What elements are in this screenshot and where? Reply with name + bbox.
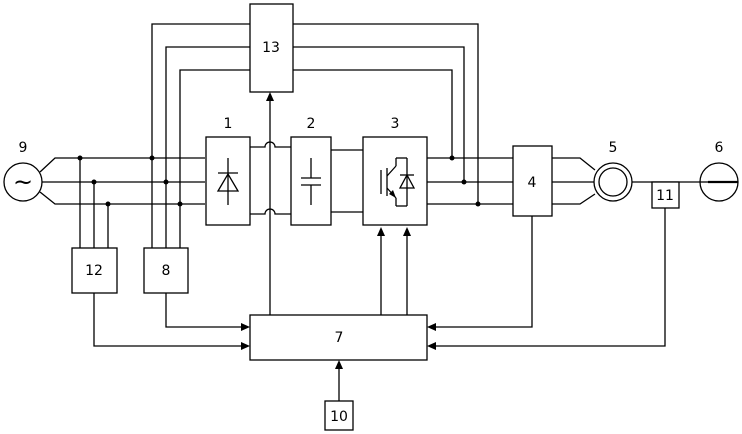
block-8: [143, 247, 189, 294]
label-8: 8: [162, 263, 171, 279]
load-6: [699, 162, 739, 202]
block-2-capacitor: [290, 136, 332, 226]
junction-dots: [77, 155, 481, 207]
wire-4-to-7: [435, 216, 533, 328]
block-3-inverter: [362, 136, 428, 226]
label-13: 13: [262, 40, 280, 56]
wire-11-to-7: [435, 208, 666, 347]
sensing-wires-12: [79, 158, 109, 248]
label-7: 7: [335, 330, 344, 346]
block-10: [324, 400, 354, 431]
label-6: 6: [715, 140, 724, 156]
wire-12-to-7: [93, 293, 242, 347]
sensing-wires-13-output: [293, 23, 479, 204]
label-9: 9: [19, 140, 28, 156]
motor-5: [593, 162, 633, 202]
block-13: [249, 3, 294, 93]
label-4: 4: [528, 175, 537, 191]
ac-source-9: ~: [3, 162, 43, 202]
label-11: 11: [656, 188, 674, 204]
block-1-rectifier: [205, 136, 251, 226]
block-12: [71, 247, 118, 294]
label-5: 5: [609, 140, 618, 156]
label-1: 1: [224, 116, 233, 132]
wire-8-to-7: [165, 293, 242, 328]
source-symbol: ~: [13, 168, 33, 196]
label-10: 10: [330, 409, 348, 425]
label-12: 12: [85, 263, 103, 279]
dc-link-wires-2-3: [331, 149, 363, 213]
block-7-controller: [249, 314, 428, 361]
output-wires-3-4: [427, 157, 513, 205]
block-11: [651, 181, 680, 209]
label-2: 2: [307, 116, 316, 132]
three-phase-bus-left: [39, 157, 205, 205]
output-wires-4-5: [552, 157, 596, 205]
block-4: [512, 145, 553, 217]
label-3: 3: [391, 116, 400, 132]
